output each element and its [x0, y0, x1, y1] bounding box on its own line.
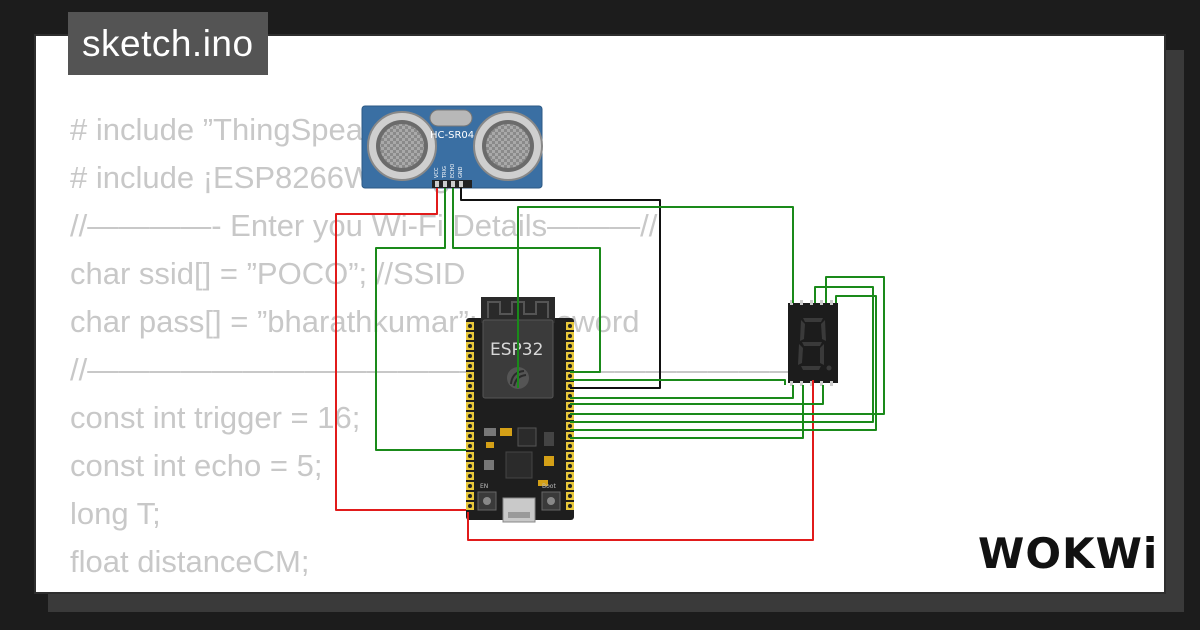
esp32-board[interactable]: ESP32 EN Boot — [466, 297, 574, 523]
wire-green-trig — [375, 188, 466, 451]
header-pin-hole — [568, 454, 572, 458]
file-tab[interactable]: sketch.ino — [68, 12, 268, 75]
header-pin-hole — [468, 354, 472, 358]
header-pin-hole — [568, 464, 572, 468]
code-line: char ssid[] = ”POCO”; //SSID — [70, 256, 466, 291]
header-pin-hole — [468, 454, 472, 458]
pin-label-echo: ECHO — [450, 164, 456, 178]
wire-red-display — [467, 380, 814, 541]
wires — [335, 188, 885, 541]
header-pin-hole — [468, 424, 472, 428]
header-pin-hole — [568, 474, 572, 478]
en-label: EN — [480, 483, 488, 490]
digit-segments-icon — [798, 318, 832, 371]
brand-logo: WOKWi — [978, 529, 1158, 578]
wire-green-seg-dp — [570, 385, 804, 439]
board-label: ESP32 — [490, 340, 543, 360]
seven-segment-display[interactable] — [788, 300, 838, 386]
header-pin-hole — [468, 484, 472, 488]
header-pin-hole — [468, 404, 472, 408]
header-pin-hole — [568, 484, 572, 488]
pin-label-gnd: GND — [458, 166, 464, 178]
header-pin-hole — [468, 464, 472, 468]
pin-label-trig: TRIG — [442, 166, 448, 179]
header-pin-hole — [468, 334, 472, 338]
code-line: //————- Enter you Wi-Fi Details———// — [70, 208, 658, 243]
header-pin-hole — [568, 444, 572, 448]
boot-button-icon[interactable] — [547, 497, 555, 505]
wire-black-gnd — [460, 188, 661, 389]
wire-green-seg-c — [570, 385, 794, 399]
en-button-icon[interactable] — [483, 497, 491, 505]
header-pin-hole — [568, 424, 572, 428]
header-pin-hole — [568, 334, 572, 338]
header-pin-hole — [468, 364, 472, 368]
header-pin-hole — [568, 354, 572, 358]
header-pin-hole — [468, 324, 472, 328]
crystal-icon — [429, 109, 473, 127]
header-pin-hole — [468, 374, 472, 378]
pin-header-right — [566, 322, 574, 510]
header-pin-hole — [468, 494, 472, 498]
wire-green-seg-d — [570, 385, 824, 405]
ultrasonic-sensor[interactable]: HC-SR04 VCC TRIG ECHO GND — [361, 105, 543, 189]
header-pin-hole — [468, 384, 472, 388]
wire-green-seg-g — [570, 295, 877, 431]
header-pin-hole — [568, 374, 572, 378]
wire-green-seg-f — [570, 286, 874, 423]
pin-label-vcc: VCC — [434, 167, 440, 178]
header-pin-hole — [468, 434, 472, 438]
header-pin-hole — [568, 344, 572, 348]
wire-red-vcc — [335, 188, 466, 511]
pin-header-left — [466, 322, 474, 510]
wire-green-echo — [452, 188, 601, 373]
code-line: long T; — [70, 496, 161, 531]
header-pin-hole — [568, 494, 572, 498]
header-pin-hole — [568, 364, 572, 368]
header-pin-hole — [568, 324, 572, 328]
header-pin-hole — [468, 504, 472, 508]
wire-green-seg-e — [570, 276, 885, 415]
header-pin-hole — [568, 504, 572, 508]
header-pin-hole — [468, 474, 472, 478]
header-pin-hole — [468, 394, 472, 398]
wokwi-logo: WOKWi — [978, 529, 1158, 578]
boot-label: Boot — [542, 483, 556, 490]
code-line: //———————————————————————— — [70, 352, 832, 387]
code-line: char pass[] = ”bharathkumar”; //Password — [70, 304, 640, 339]
wire-green-seg-a — [517, 206, 794, 388]
transducer-right-icon — [473, 111, 543, 181]
code-line: float distanceCM; — [70, 544, 310, 579]
header-pin-hole — [468, 344, 472, 348]
code-line: const int echo = 5; — [70, 448, 323, 483]
transducer-left-icon — [367, 111, 437, 181]
header-pin-hole — [468, 414, 472, 418]
header-pin-hole — [468, 444, 472, 448]
wire-green-seg-b — [570, 379, 786, 385]
sensor-model-label: HC-SR04 — [430, 130, 474, 141]
code-listing: # include ”ThingSpeak.h” # include ¡ESP8… — [70, 106, 832, 592]
usb-port-icon — [502, 497, 536, 523]
code-line: const int trigger = 16; — [70, 400, 361, 435]
